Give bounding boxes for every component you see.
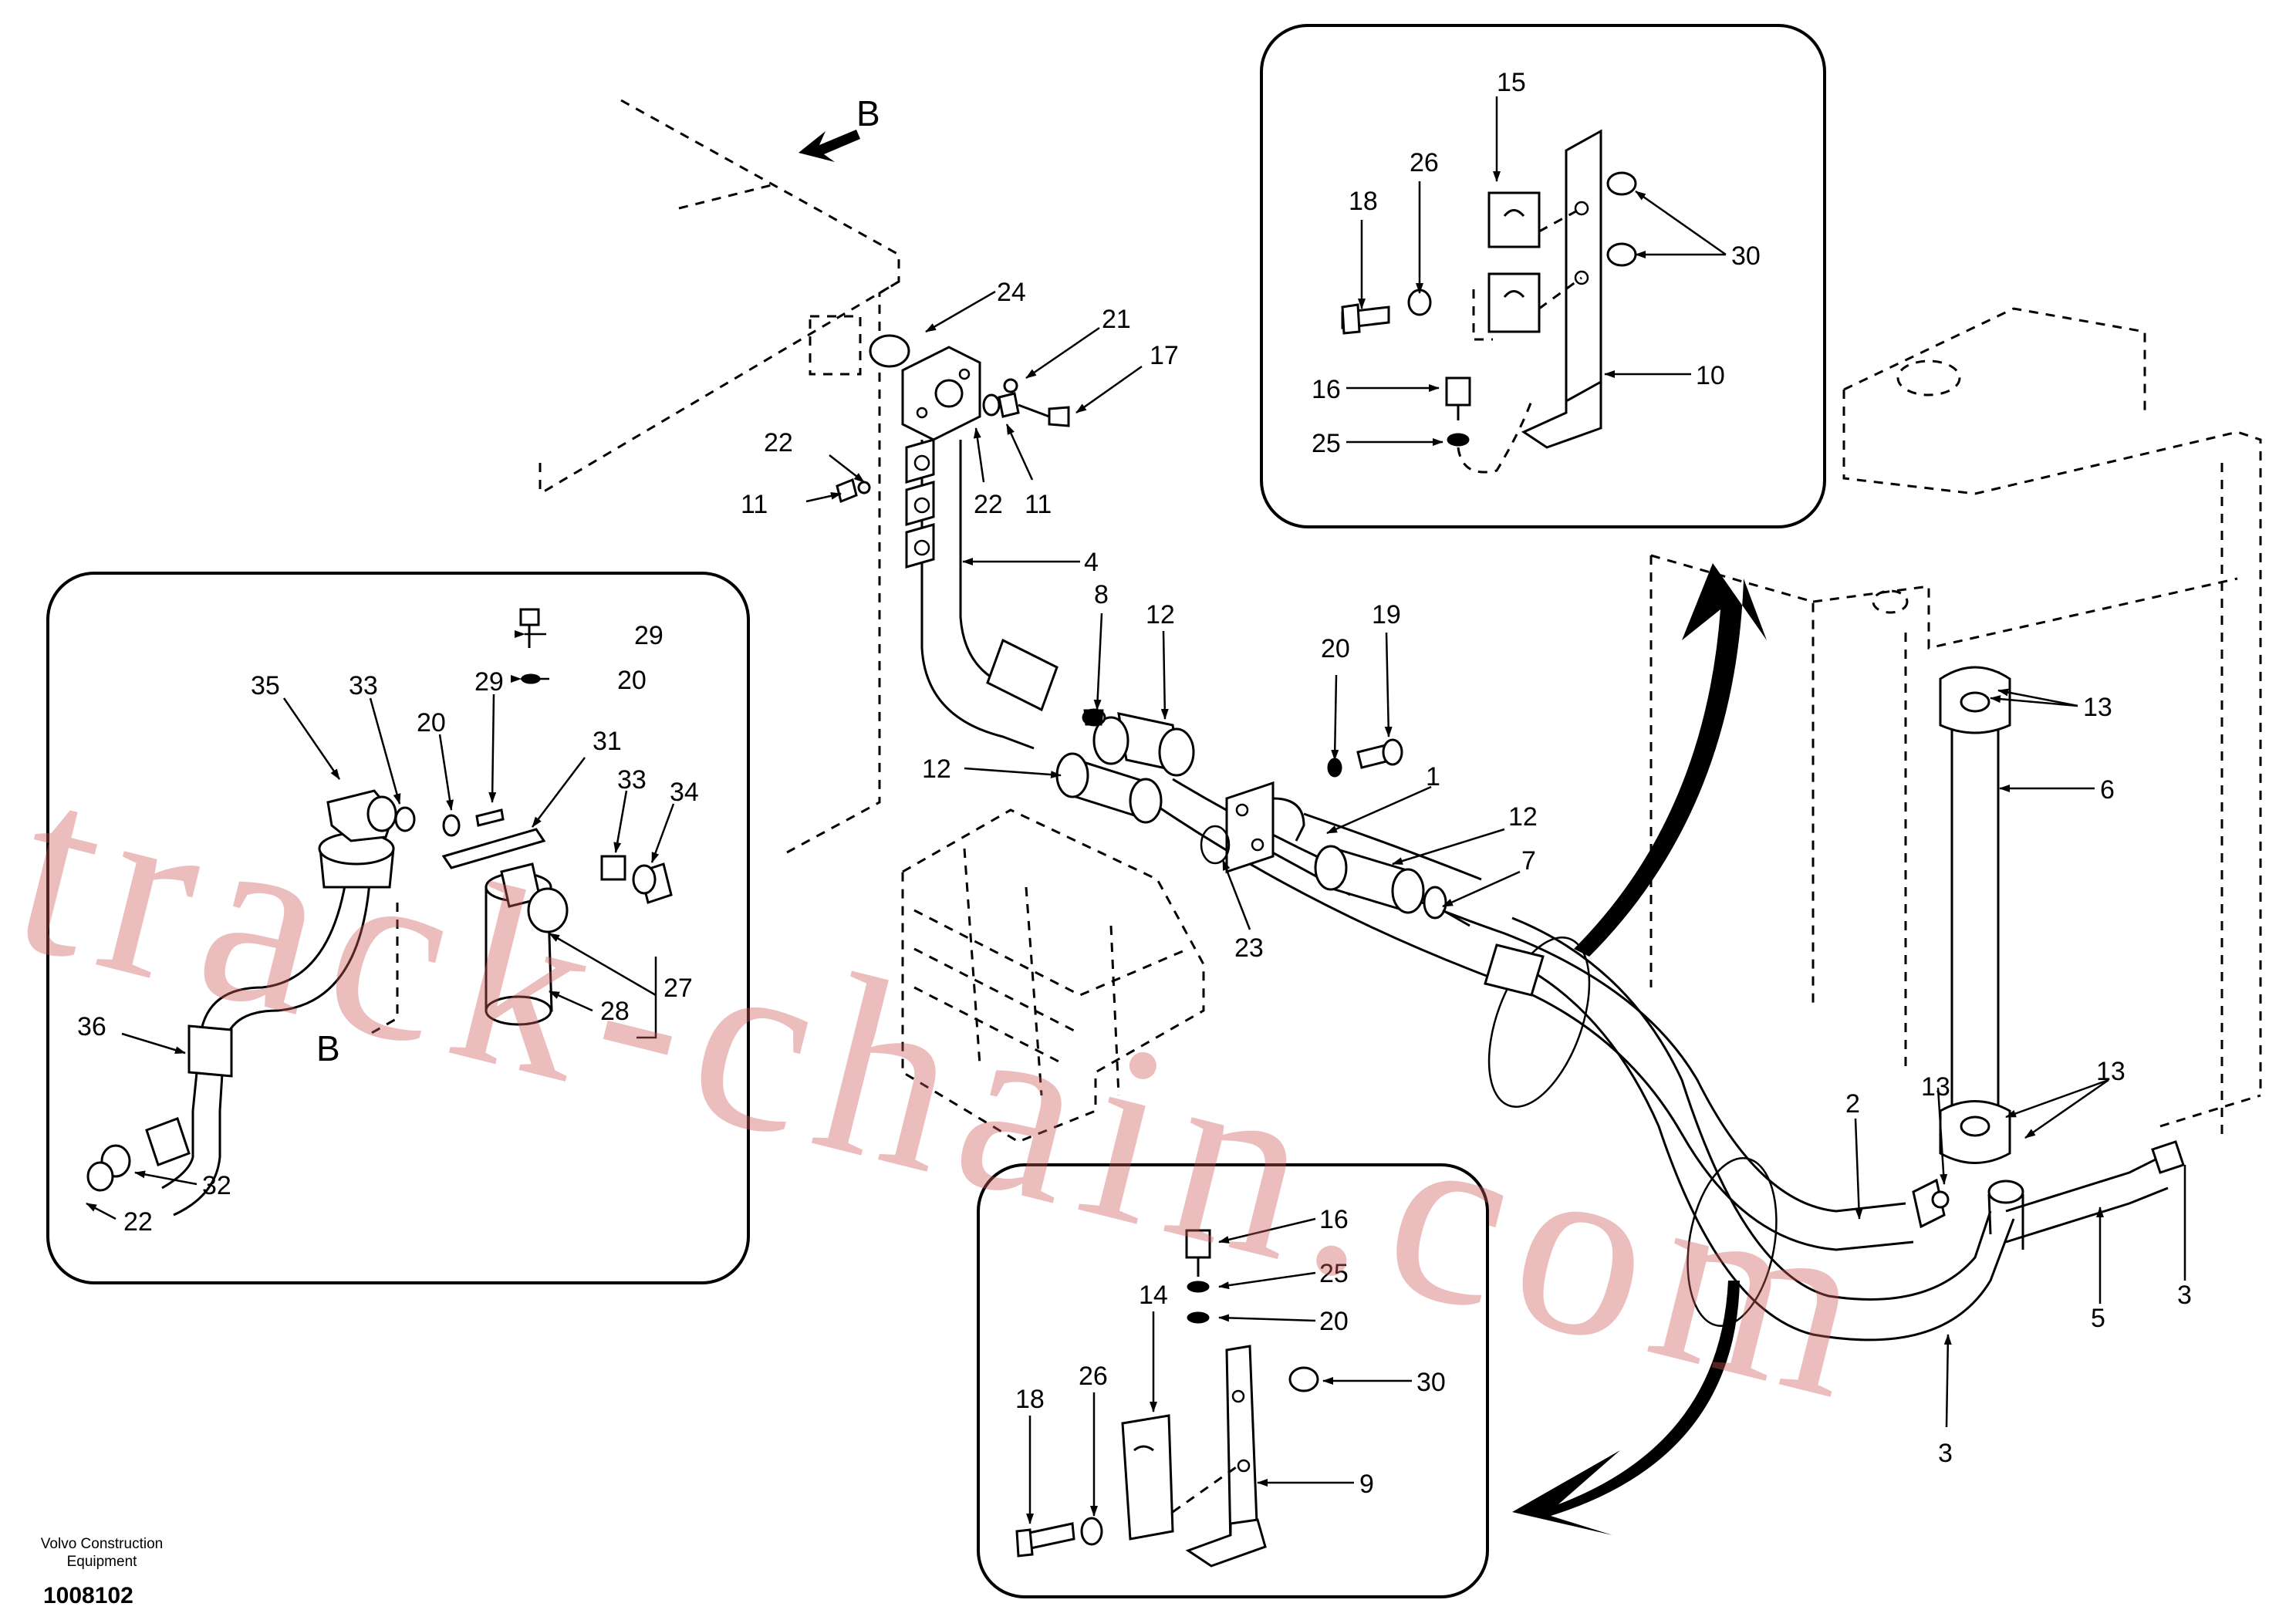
inset-top-callout-30: 30 [1731, 241, 1761, 271]
callout-1: 1 [1426, 762, 1440, 791]
control-valve-dashed [901, 808, 1205, 1143]
inset-top-callout-18: 18 [1349, 187, 1378, 216]
callout-8: 8 [1094, 580, 1109, 609]
hydraulic-line-4 [920, 440, 1059, 750]
company-name: Volvo Construction Equipment [9, 1535, 194, 1571]
callout-22-a: 22 [764, 428, 793, 457]
inset-bottom-callout-25: 25 [1319, 1259, 1349, 1288]
pointer-arrow-to-top-inset [1574, 563, 1767, 957]
inset-bottom-callout-30: 30 [1416, 1368, 1446, 1397]
inset-top-callout-25: 25 [1312, 429, 1341, 458]
inset-top-callout-16: 16 [1312, 375, 1341, 404]
callout-24: 24 [997, 278, 1026, 307]
clamps-13 [1912, 691, 1990, 1229]
inset-left-callout-29-a: 29 [634, 621, 663, 650]
callout-19: 19 [1372, 600, 1401, 629]
inset-bottom-callout-9: 9 [1359, 1470, 1374, 1499]
callout-11-b: 11 [1025, 490, 1052, 519]
bolt-19-washer-20 [1327, 738, 1403, 778]
coupling-12-left [1055, 752, 1163, 824]
callout-21: 21 [1102, 305, 1131, 334]
end-cap-1 [1484, 943, 1545, 997]
inset-bottom-callout-18: 18 [1015, 1385, 1045, 1414]
callout-3-a: 3 [2177, 1281, 2192, 1310]
inset-top-callout-26: 26 [1410, 148, 1439, 177]
callout-17: 17 [1150, 341, 1179, 370]
callout-7: 7 [1521, 846, 1536, 876]
inset-top-callout-15: 15 [1497, 68, 1526, 97]
inset-left-callout-32: 32 [202, 1171, 231, 1200]
callout-13-c: 13 [1921, 1072, 1950, 1102]
inset-bottom-callout-20: 20 [1319, 1307, 1349, 1336]
inset-bracket-9: 16 25 20 14 26 30 18 9 [977, 1163, 1489, 1598]
radiator-outline-dashed [1649, 307, 2262, 1142]
fitting-8 [1082, 708, 1106, 727]
company-line-2: Equipment [66, 1554, 137, 1570]
view-arrow-b: B [799, 93, 880, 162]
callout-3-b: 3 [1938, 1439, 1953, 1468]
inset-left-callout-31: 31 [593, 727, 622, 756]
callout-5: 5 [2091, 1304, 2105, 1333]
callout-12-a: 12 [1146, 600, 1175, 629]
inset-bottom-callout-26: 26 [1079, 1362, 1108, 1391]
inset-left-view-label-b: B [316, 1028, 340, 1068]
callout-6: 6 [2100, 775, 2115, 805]
inset-left-callout-33-a: 33 [349, 671, 378, 700]
inset-top-callout-10: 10 [1696, 361, 1725, 390]
callout-22-b: 22 [974, 490, 1003, 519]
elbow-fitting-7 [1423, 886, 1470, 927]
drawing-number: 1008102 [43, 1583, 133, 1608]
inset-left-callout-29-b: 29 [474, 667, 504, 697]
callout-4: 4 [1084, 548, 1099, 577]
inset-left-callout-36: 36 [77, 1012, 106, 1041]
hydraulic-line-6 [1939, 666, 2011, 1164]
pipe-section-ellipses [1487, 937, 1778, 1327]
hydraulic-line-3 [1264, 847, 2024, 1342]
callouts-main: 24 21 17 22 11 22 11 4 8 12 12 20 19 1 1… [741, 278, 2192, 1468]
hydraulic-line-1 [1156, 778, 1914, 1251]
callout-2: 2 [1845, 1089, 1860, 1119]
callout-13-b: 13 [2096, 1057, 2125, 1086]
callout-12-c: 12 [1508, 802, 1538, 832]
callout-12-b: 12 [922, 754, 951, 784]
hydraulic-line-5 [2005, 1140, 2185, 1244]
frame-outline-dashed [539, 99, 900, 854]
inset-bottom-callout-16: 16 [1319, 1205, 1349, 1234]
inset-left-callout-28: 28 [600, 997, 630, 1026]
callout-23: 23 [1234, 933, 1264, 963]
inset-left-callout-27: 27 [663, 974, 693, 1003]
pointer-arrow-to-bottom-inset [1512, 1281, 1740, 1535]
inset-left-callout-34: 34 [670, 778, 699, 807]
inset-bottom-callout-14: 14 [1139, 1281, 1168, 1310]
inset-left-callout-20-a: 20 [617, 666, 647, 695]
flange-23 [1200, 781, 1305, 874]
view-label-b: B [856, 93, 880, 133]
callout-20: 20 [1321, 634, 1350, 663]
callout-11-a: 11 [741, 490, 768, 519]
inset-left-callout-20-b: 20 [417, 708, 446, 737]
callout-13-a: 13 [2083, 693, 2112, 722]
leader-lines-main [805, 290, 2186, 1428]
manifold-block [836, 334, 1070, 569]
coupling-12-upper [1092, 712, 1195, 777]
coupling-12-right [1314, 845, 1425, 914]
inset-left-callout-22: 22 [123, 1207, 153, 1237]
inset-left-callout-35: 35 [251, 671, 280, 700]
inset-left-callout-33-b: 33 [617, 765, 647, 795]
company-line-1: Volvo Construction [40, 1536, 164, 1552]
inset-bracket-10: 15 26 18 30 10 16 25 [1260, 24, 1826, 528]
inset-view-b: 29 20 35 33 20 29 31 33 34 27 28 36 32 2… [46, 572, 750, 1284]
